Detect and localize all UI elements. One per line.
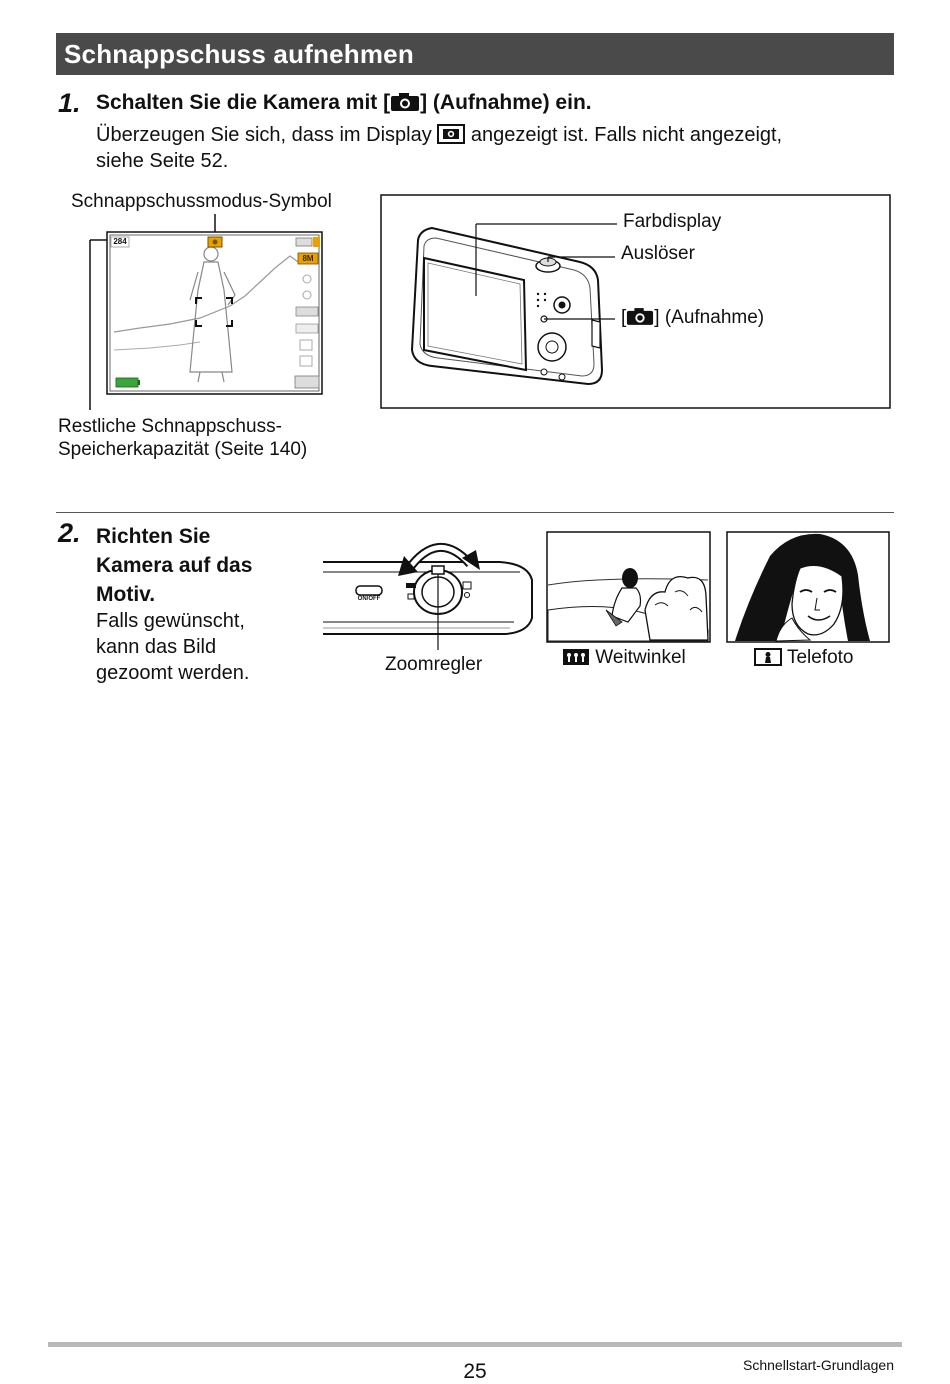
step-1-desc-start: Überzeugen Sie sich, dass im Display	[96, 124, 432, 146]
zoom-controller-label: Zoomregler	[385, 654, 483, 675]
zoom-controller-illustration	[323, 543, 533, 650]
step-2-description: Falls gewünscht, kann das Bild gezoomt w…	[96, 608, 249, 686]
telephoto-text: Telefoto	[786, 647, 854, 668]
step-1-title: Schalten Sie die Kamera mit [ ] (Aufnahme…	[96, 91, 592, 118]
snapshot-mode-symbol-label: Schnappschussmodus-Symbol	[71, 191, 332, 212]
step-1-description: Überzeugen Sie sich, dass im Display ang…	[96, 122, 782, 151]
camera-back-illustration	[380, 194, 891, 409]
record-label-end: ] (Aufnahme)	[654, 307, 765, 328]
remaining-capacity-label-line2: Speicherkapazität (Seite 140)	[58, 439, 308, 460]
section-divider	[56, 512, 894, 513]
image-size-indicator: 8M	[302, 254, 314, 263]
display-screen-illustration	[89, 214, 323, 410]
section-title: Schnappschuss aufnehmen	[56, 33, 894, 75]
step-1-number: 1.	[58, 88, 81, 118]
record-label-start: [	[621, 307, 627, 328]
wide-angle-icon	[562, 648, 590, 673]
step-2-desc-line: kann das Bild	[96, 636, 217, 658]
wide-angle-label: Weitwinkel	[562, 646, 686, 673]
telephoto-label: Telefoto	[754, 646, 853, 673]
record-button-label: [ ] (Aufnahme)	[621, 306, 764, 333]
step-1-title-start: Schalten Sie die Kamera mit [	[96, 91, 391, 114]
camera-icon	[626, 307, 654, 333]
camera-icon	[390, 92, 420, 118]
step-2-desc-line: gezoomt werden.	[96, 662, 250, 684]
wide-angle-text: Weitwinkel	[595, 647, 686, 668]
telephoto-photo	[726, 531, 890, 643]
shutter-button-label: Auslöser	[621, 243, 695, 264]
on-off-label: ON/OFF	[357, 596, 381, 602]
page-number: 25	[463, 1360, 487, 1383]
shots-remaining-count: 284	[113, 237, 127, 246]
step-2-title: Richten Sie Kamera auf das Motiv.	[96, 522, 252, 609]
chapter-title: Schnellstart-Grundlagen	[743, 1357, 894, 1373]
wide-angle-photo	[546, 531, 711, 643]
remaining-capacity-label-line1: Restliche Schnappschuss-	[58, 416, 282, 437]
step-2-title-line: Motiv.	[96, 583, 156, 606]
step-1-desc-end: angezeigt ist. Falls nicht angezeigt,	[470, 124, 783, 146]
color-display-label: Farbdisplay	[623, 211, 722, 232]
footer-bar	[48, 1342, 902, 1347]
step-2-title-line: Richten Sie	[96, 525, 211, 548]
telephoto-icon	[754, 648, 782, 673]
snapshot-mode-icon	[437, 124, 466, 151]
step-2-number: 2.	[58, 518, 81, 548]
step-2-desc-line: Falls gewünscht,	[96, 610, 245, 632]
step-1-title-end: ] (Aufnahme) ein.	[420, 91, 592, 114]
step-1-description-line2: siehe Seite 52.	[96, 150, 229, 172]
step-2-title-line: Kamera auf das	[96, 554, 253, 577]
